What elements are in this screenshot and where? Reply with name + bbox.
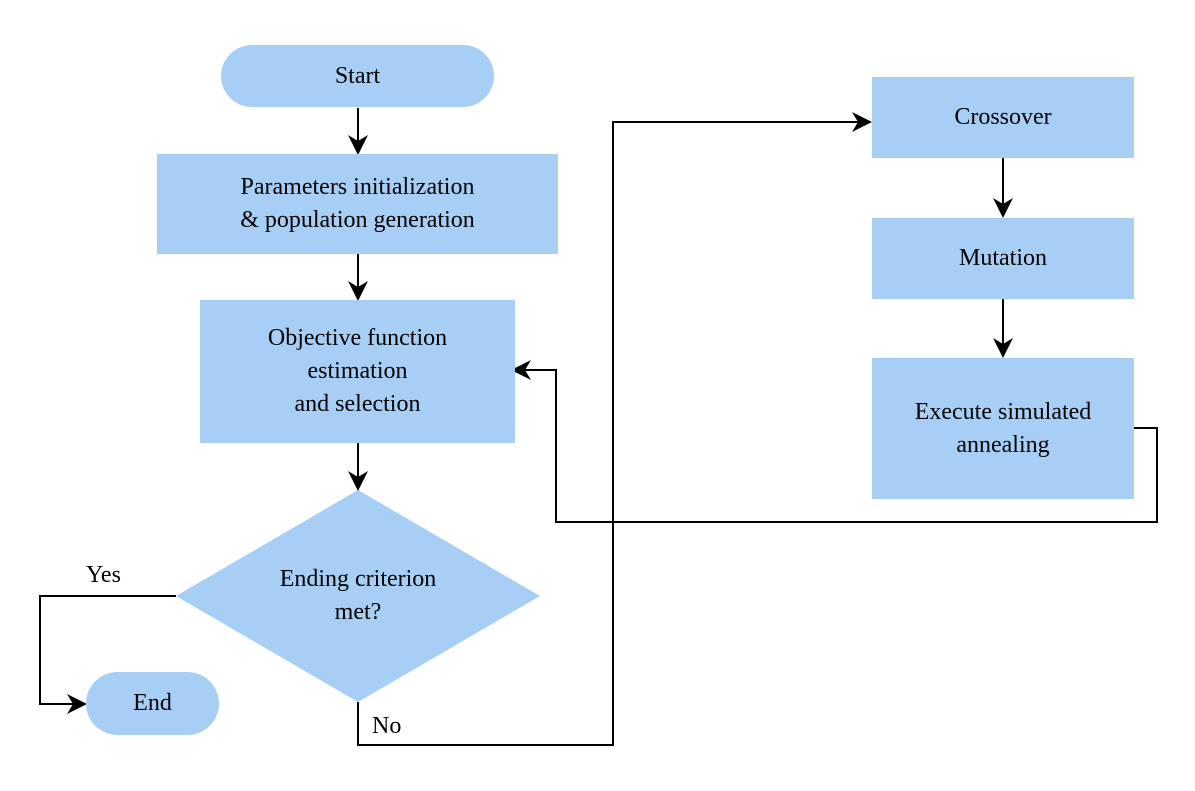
mutation-label: Mutation [959,245,1047,271]
edge-decision-to-crossover [357,112,872,746]
start-node: Start [221,45,494,107]
end-node: End [86,672,219,735]
edge-decision-to-end [39,595,176,714]
init-label: Parameters initialization & population g… [240,174,475,233]
decision-diamond [176,490,540,702]
start-label: Start [334,62,381,89]
edge-annealing-to-objective [511,360,1158,523]
crossover-node: Crossover [872,77,1134,158]
no-edge-label: No [372,713,402,739]
init-node: Parameters initialization & population g… [157,154,558,254]
annealing-label: Execute simulated annealing [914,398,1092,458]
objective-node: Objective function estimation and select… [200,300,515,443]
end-label: End [133,690,172,716]
objective-label: Objective function estimation and select… [267,325,448,417]
annealing-node: Execute simulated annealing [872,358,1134,499]
yes-edge-label: Yes [86,562,121,588]
mutation-node: Mutation [872,218,1134,299]
decision-label: Ending criterion met? [279,566,437,625]
crossover-label: Crossover [954,104,1052,130]
